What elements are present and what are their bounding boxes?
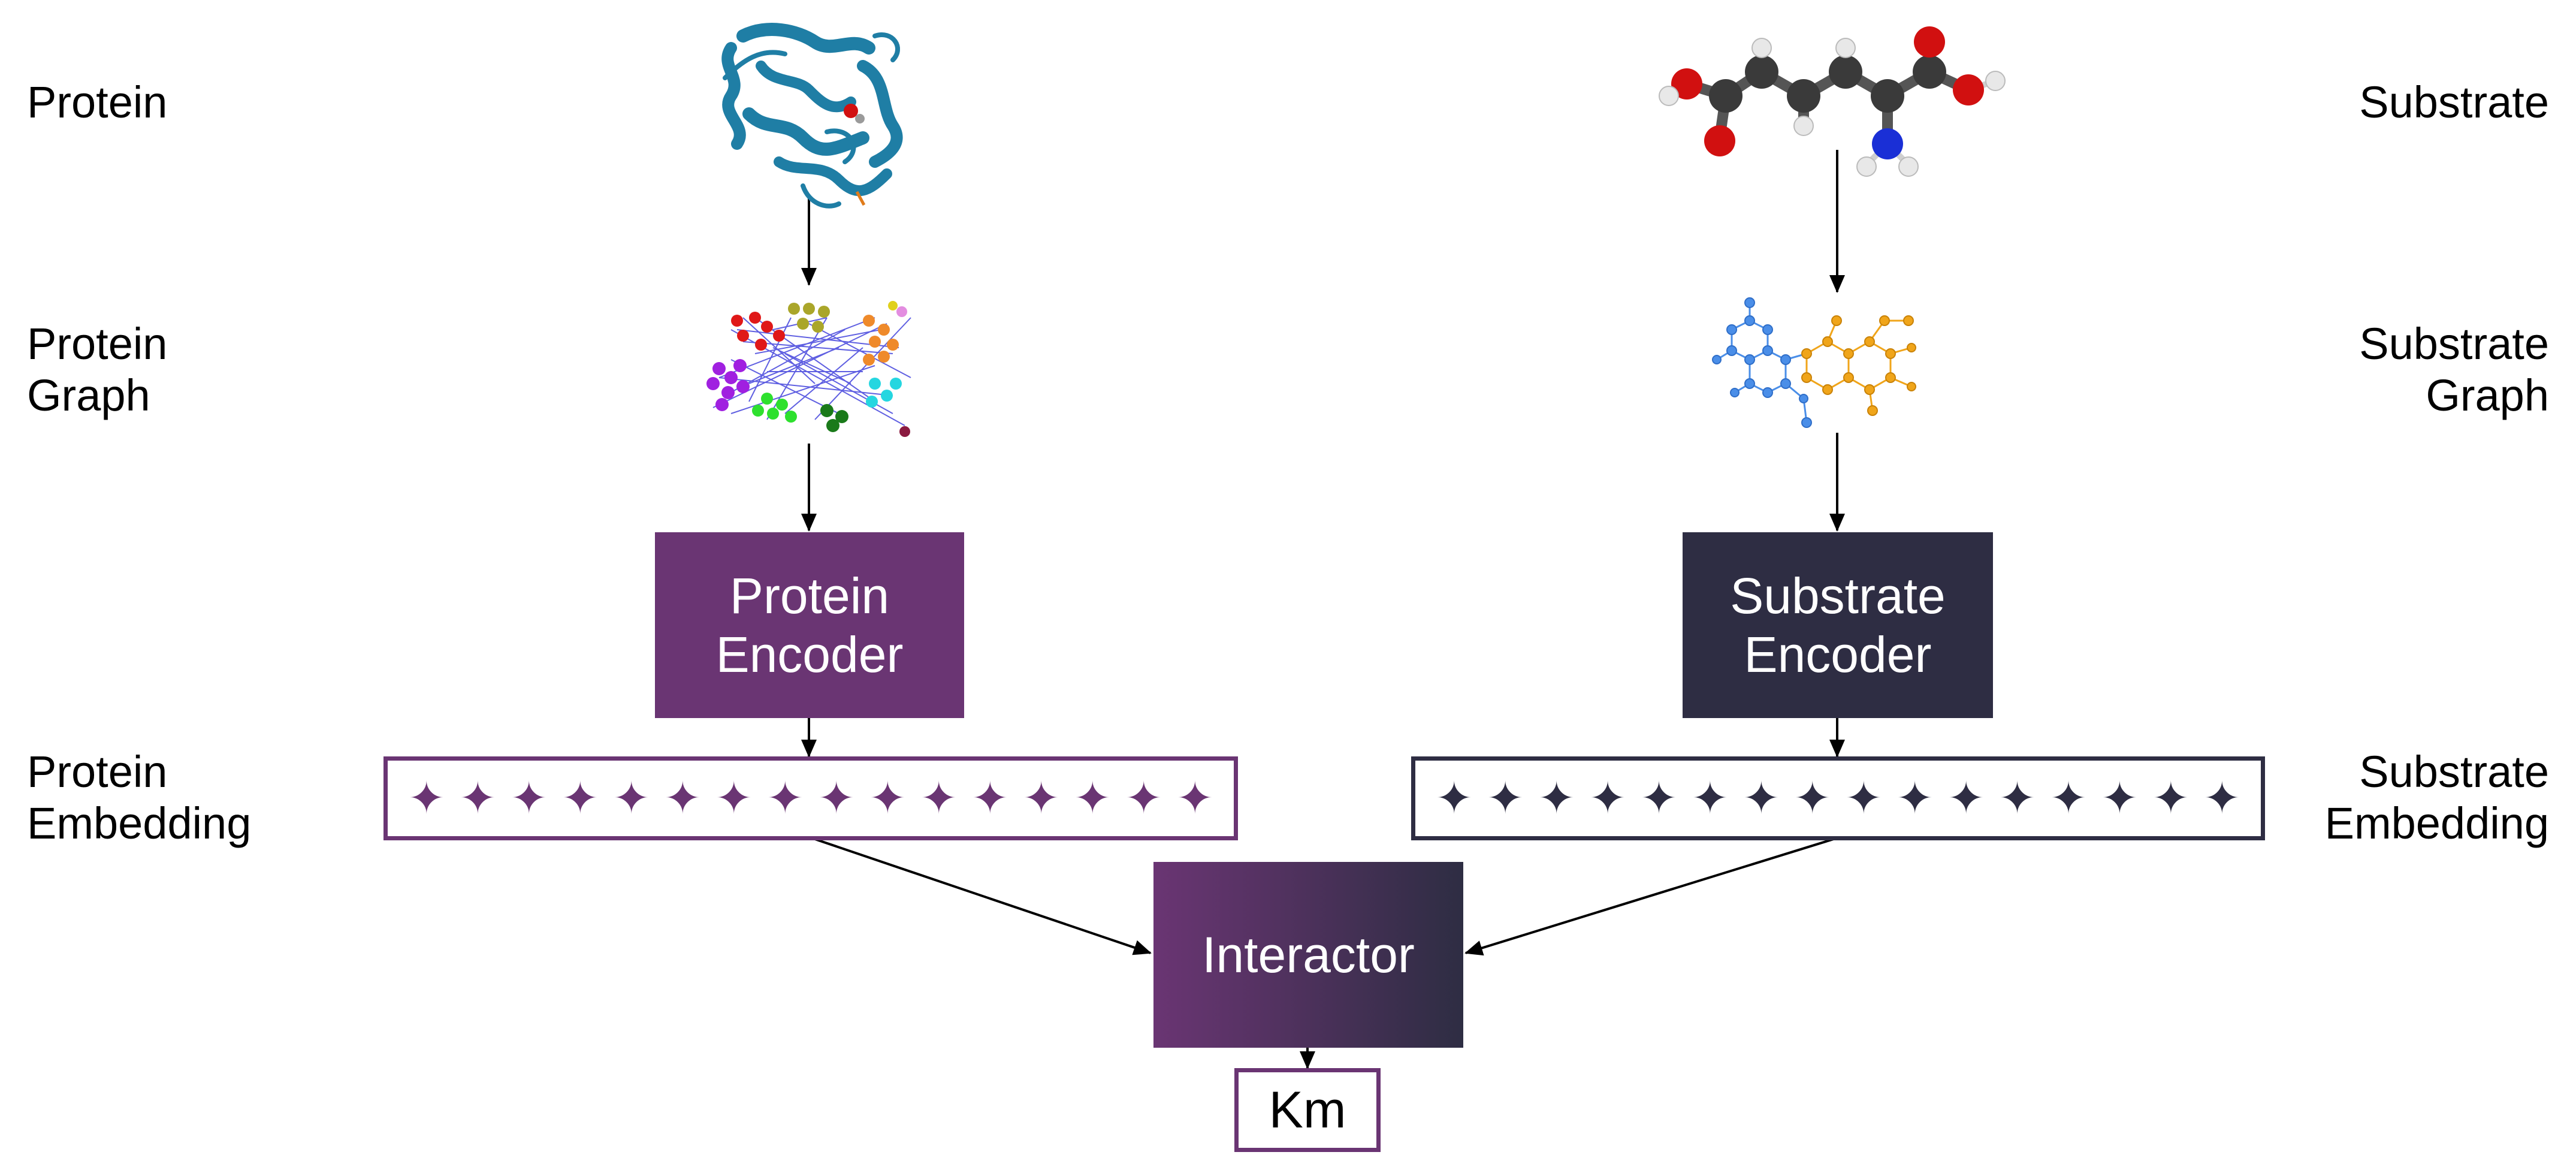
- substrate-embedding-element-icon: ✦: [1947, 773, 1985, 824]
- substrate-embedding-element-icon: ✦: [2203, 773, 2241, 824]
- substrate-label: Substrate: [2359, 77, 2549, 127]
- substrate-embedding-element-icon: ✦: [1845, 773, 1883, 824]
- substrate-embedding-element-icon: ✦: [1691, 773, 1729, 824]
- ball-and-stick-molecule-icon: [1659, 26, 2006, 177]
- substrate-embedding-element-icon: ✦: [1435, 773, 1473, 824]
- protein-embedding-label-line2: Embedding: [27, 798, 252, 848]
- substrate-embedding-element-icon: ✦: [2101, 773, 2139, 824]
- protein-ribbon-icon: [721, 23, 903, 209]
- substrate-encoder-label-line2: Encoder: [1744, 626, 1932, 683]
- protein-embedding-element-icon: ✦: [971, 773, 1009, 824]
- network-graph-icon: [706, 301, 911, 437]
- interactor-box: Interactor: [1153, 862, 1463, 1048]
- substrate-embedding-element-icon: ✦: [1998, 773, 2036, 824]
- substrate-embedding-element-icon: ✦: [1743, 773, 1780, 824]
- substrate-embedding-label-line1: Substrate: [2359, 747, 2549, 797]
- substrate-embedding-element-icon: ✦: [1538, 773, 1575, 824]
- protein-encoder-box: Protein Encoder: [655, 532, 964, 718]
- substrate-embedding-element-icon: ✦: [1487, 773, 1524, 824]
- molecular-graph-icon: [1712, 297, 1916, 428]
- protein-embedding-element-icon: ✦: [664, 773, 702, 824]
- protein-embedding-label-line1: Protein: [27, 747, 168, 797]
- protein-embedding-element-icon: ✦: [920, 773, 958, 824]
- protein-embedding-element-icon: ✦: [817, 773, 855, 824]
- protein-embedding-vector: ✦ ✦ ✦ ✦ ✦ ✦ ✦ ✦ ✦ ✦ ✦ ✦ ✦ ✦ ✦ ✦: [383, 756, 1238, 840]
- protein-embedding-element-icon: ✦: [869, 773, 907, 824]
- protein-encoder-label-line1: Protein: [729, 568, 890, 624]
- protein-label: Protein: [27, 77, 168, 127]
- protein-embedding-element-icon: ✦: [612, 773, 650, 824]
- protein-embedding-element-icon: ✦: [715, 773, 753, 824]
- substrate-embedding-label-line2: Embedding: [2324, 798, 2549, 848]
- substrate-graph-label: Substrate Graph: [2359, 318, 2549, 421]
- protein-encoder-label-line2: Encoder: [715, 626, 904, 683]
- substrate-embedding-label: Substrate Embedding: [2325, 746, 2549, 849]
- substrate-graph-label-line2: Graph: [2426, 370, 2549, 420]
- protein-embedding-element-icon: ✦: [561, 773, 599, 824]
- protein-graph-label: Protein Graph: [27, 318, 167, 421]
- substrate-encoder-label-line1: Substrate: [1730, 568, 1946, 624]
- substrate-embedding-element-icon: ✦: [1589, 773, 1627, 824]
- arrow-substrate-embedding-to-interactor: [1464, 838, 1834, 956]
- protein-embedding-element-icon: ✦: [766, 773, 804, 824]
- substrate-embedding-element-icon: ✦: [2152, 773, 2190, 824]
- substrate-embedding-element-icon: ✦: [1896, 773, 1934, 824]
- protein-graph-label-line2: Graph: [27, 370, 150, 420]
- protein-embedding-element-icon: ✦: [459, 773, 497, 824]
- protein-embedding-element-icon: ✦: [407, 773, 445, 824]
- substrate-embedding-element-icon: ✦: [1793, 773, 1831, 824]
- protein-embedding-label: Protein Embedding: [27, 746, 251, 849]
- protein-embedding-element-icon: ✦: [1125, 773, 1162, 824]
- substrate-graph-label-line1: Substrate: [2359, 319, 2549, 369]
- substrate-embedding-vector: ✦ ✦ ✦ ✦ ✦ ✦ ✦ ✦ ✦ ✦ ✦ ✦ ✦ ✦ ✦ ✦: [1411, 756, 2265, 840]
- protein-embedding-element-icon: ✦: [1176, 773, 1214, 824]
- protein-embedding-element-icon: ✦: [1022, 773, 1060, 824]
- protein-embedding-element-icon: ✦: [510, 773, 548, 824]
- km-output-box: Km: [1234, 1068, 1381, 1152]
- substrate-embedding-element-icon: ✦: [2049, 773, 2087, 824]
- substrate-embedding-element-icon: ✦: [1640, 773, 1678, 824]
- arrow-protein-embedding-to-interactor: [814, 838, 1152, 955]
- protein-graph-label-line1: Protein: [27, 319, 168, 369]
- substrate-encoder-box: Substrate Encoder: [1683, 532, 1993, 718]
- protein-embedding-element-icon: ✦: [1074, 773, 1112, 824]
